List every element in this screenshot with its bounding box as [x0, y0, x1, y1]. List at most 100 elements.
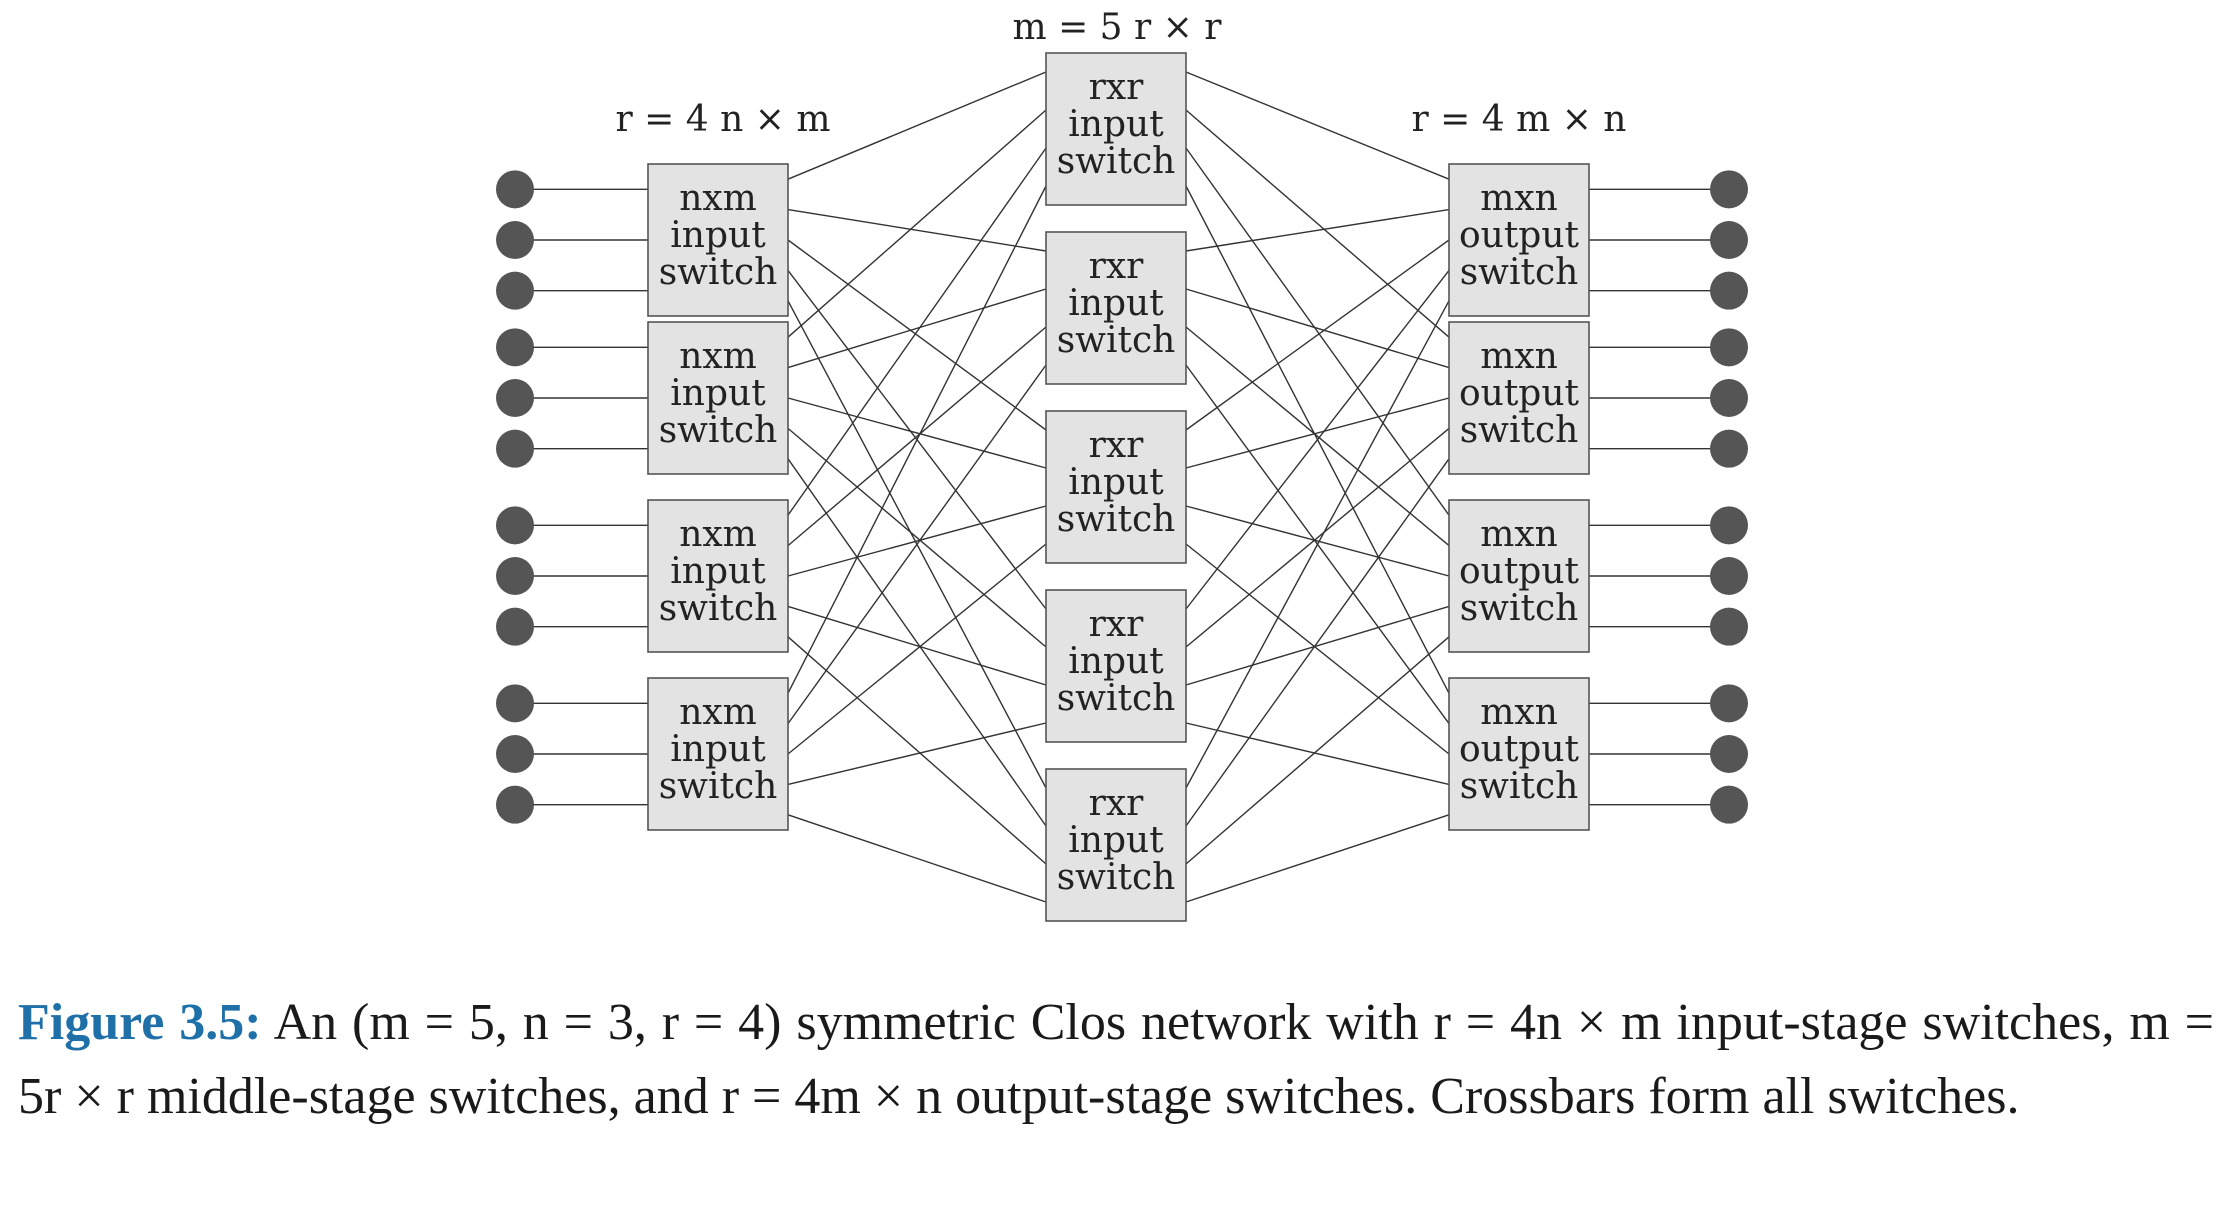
input-terminal	[496, 607, 534, 646]
input-terminal	[496, 221, 534, 259]
input-terminal	[496, 785, 534, 824]
caption-text: An (m = 5, n = 3, r = 4) symmetric Clos …	[18, 994, 2214, 1125]
middle-switch-label-line: rxr	[1089, 67, 1145, 108]
input-middle-wire	[787, 397, 1047, 469]
middle-output-wire	[1185, 543, 1450, 755]
input-stage-label: r = 4 n × m	[616, 99, 831, 140]
input-middle-wire	[787, 636, 1047, 865]
output-switch-label-line: switch	[1460, 252, 1579, 293]
input-switch-label-line: switch	[659, 252, 778, 293]
input-switch-body	[647, 499, 789, 653]
middle-output-wire	[1185, 288, 1450, 369]
output-terminal	[1710, 429, 1748, 468]
input-terminal	[496, 684, 534, 723]
output-terminal	[1710, 170, 1748, 209]
middle-switch-label-line: switch	[1057, 678, 1176, 719]
middle-output-wire	[1185, 722, 1450, 786]
output-switch-label-line: switch	[1460, 588, 1579, 629]
output-terminal	[1710, 271, 1748, 310]
input-switch-label-line: input	[670, 729, 766, 770]
output-terminal	[1710, 379, 1748, 417]
output-terminal	[1710, 607, 1748, 646]
input-middle-wire	[787, 505, 1047, 577]
output-switch-body	[1448, 321, 1590, 475]
middle-output-wire	[1185, 239, 1450, 431]
middle-output-wire	[1185, 300, 1450, 789]
input-switch-label-line: nxm	[679, 336, 757, 377]
middle-output-wire	[1185, 458, 1450, 827]
input-switch-body	[647, 321, 789, 475]
input-middle-wire	[787, 71, 1047, 180]
input-middle-wire	[787, 427, 1047, 648]
middle-output-wire	[1185, 269, 1450, 610]
input-terminal	[496, 429, 534, 468]
input-terminal	[496, 735, 534, 773]
output-terminal	[1710, 684, 1748, 723]
input-middle-wire	[787, 605, 1047, 686]
output-terminal	[1710, 506, 1748, 545]
output-switch-label-line: output	[1459, 215, 1580, 256]
middle-switch-label-line: input	[1068, 104, 1164, 145]
input-switch-label-line: input	[670, 551, 766, 592]
output-switch-label-line: output	[1459, 373, 1580, 414]
output-switch-body	[1448, 163, 1590, 317]
input-switch-label-line: switch	[659, 766, 778, 807]
output-switch-label-line: mxn	[1480, 178, 1558, 219]
middle-switch-body	[1045, 52, 1187, 206]
middle-output-wire	[1185, 71, 1450, 180]
interconnect-wires	[515, 71, 1729, 903]
middle-switch-body	[1045, 410, 1187, 564]
input-middle-wire	[787, 208, 1047, 252]
input-terminal	[496, 506, 534, 545]
input-terminal	[496, 271, 534, 310]
middle-output-wire	[1185, 397, 1450, 469]
figure-label: Figure 3.5:	[18, 994, 262, 1051]
clos-network-diagram: nxminputswitchnxminputswitchnxminputswit…	[496, 7, 1748, 922]
output-stage-label: r = 4 m × n	[1412, 99, 1627, 140]
input-switch-label-line: nxm	[679, 692, 757, 733]
middle-switch-label-line: switch	[1057, 857, 1176, 898]
output-switch-label-line: mxn	[1480, 336, 1558, 377]
input-middle-wire	[787, 543, 1047, 755]
switch-boxes: nxminputswitchnxminputswitchnxminputswit…	[647, 52, 1590, 922]
input-middle-wire	[787, 326, 1047, 547]
input-middle-wire	[787, 239, 1047, 431]
output-terminal	[1710, 221, 1748, 259]
input-middle-wire	[787, 147, 1047, 516]
middle-output-wire	[1185, 427, 1450, 648]
middle-output-wire	[1185, 326, 1450, 547]
input-switch-label-line: nxm	[679, 178, 757, 219]
middle-output-wire	[1185, 147, 1450, 516]
output-switch-label-line: output	[1459, 551, 1580, 592]
input-middle-wire	[787, 364, 1047, 725]
figure-caption: Figure 3.5: An (m = 5, n = 3, r = 4) sym…	[18, 986, 2214, 1134]
output-switch-label-line: mxn	[1480, 514, 1558, 555]
output-terminal	[1710, 557, 1748, 595]
input-switch-label-line: switch	[659, 588, 778, 629]
output-switch-body	[1448, 499, 1590, 653]
input-terminal	[496, 379, 534, 417]
input-switch-body	[647, 163, 789, 317]
output-terminal	[1710, 328, 1748, 367]
input-middle-wire	[787, 109, 1047, 338]
input-middle-wire	[787, 185, 1047, 694]
middle-switch-label-line: input	[1068, 641, 1164, 682]
middle-output-wire	[1185, 605, 1450, 686]
middle-output-wire	[1185, 814, 1450, 903]
middle-switch-body	[1045, 589, 1187, 743]
output-switch-label-line: switch	[1460, 766, 1579, 807]
output-switch-label-line: switch	[1460, 410, 1579, 451]
input-middle-wire	[787, 814, 1047, 903]
middle-switch-label-line: rxr	[1089, 425, 1145, 466]
input-terminal	[496, 170, 534, 209]
middle-switch-label-line: switch	[1057, 141, 1176, 182]
